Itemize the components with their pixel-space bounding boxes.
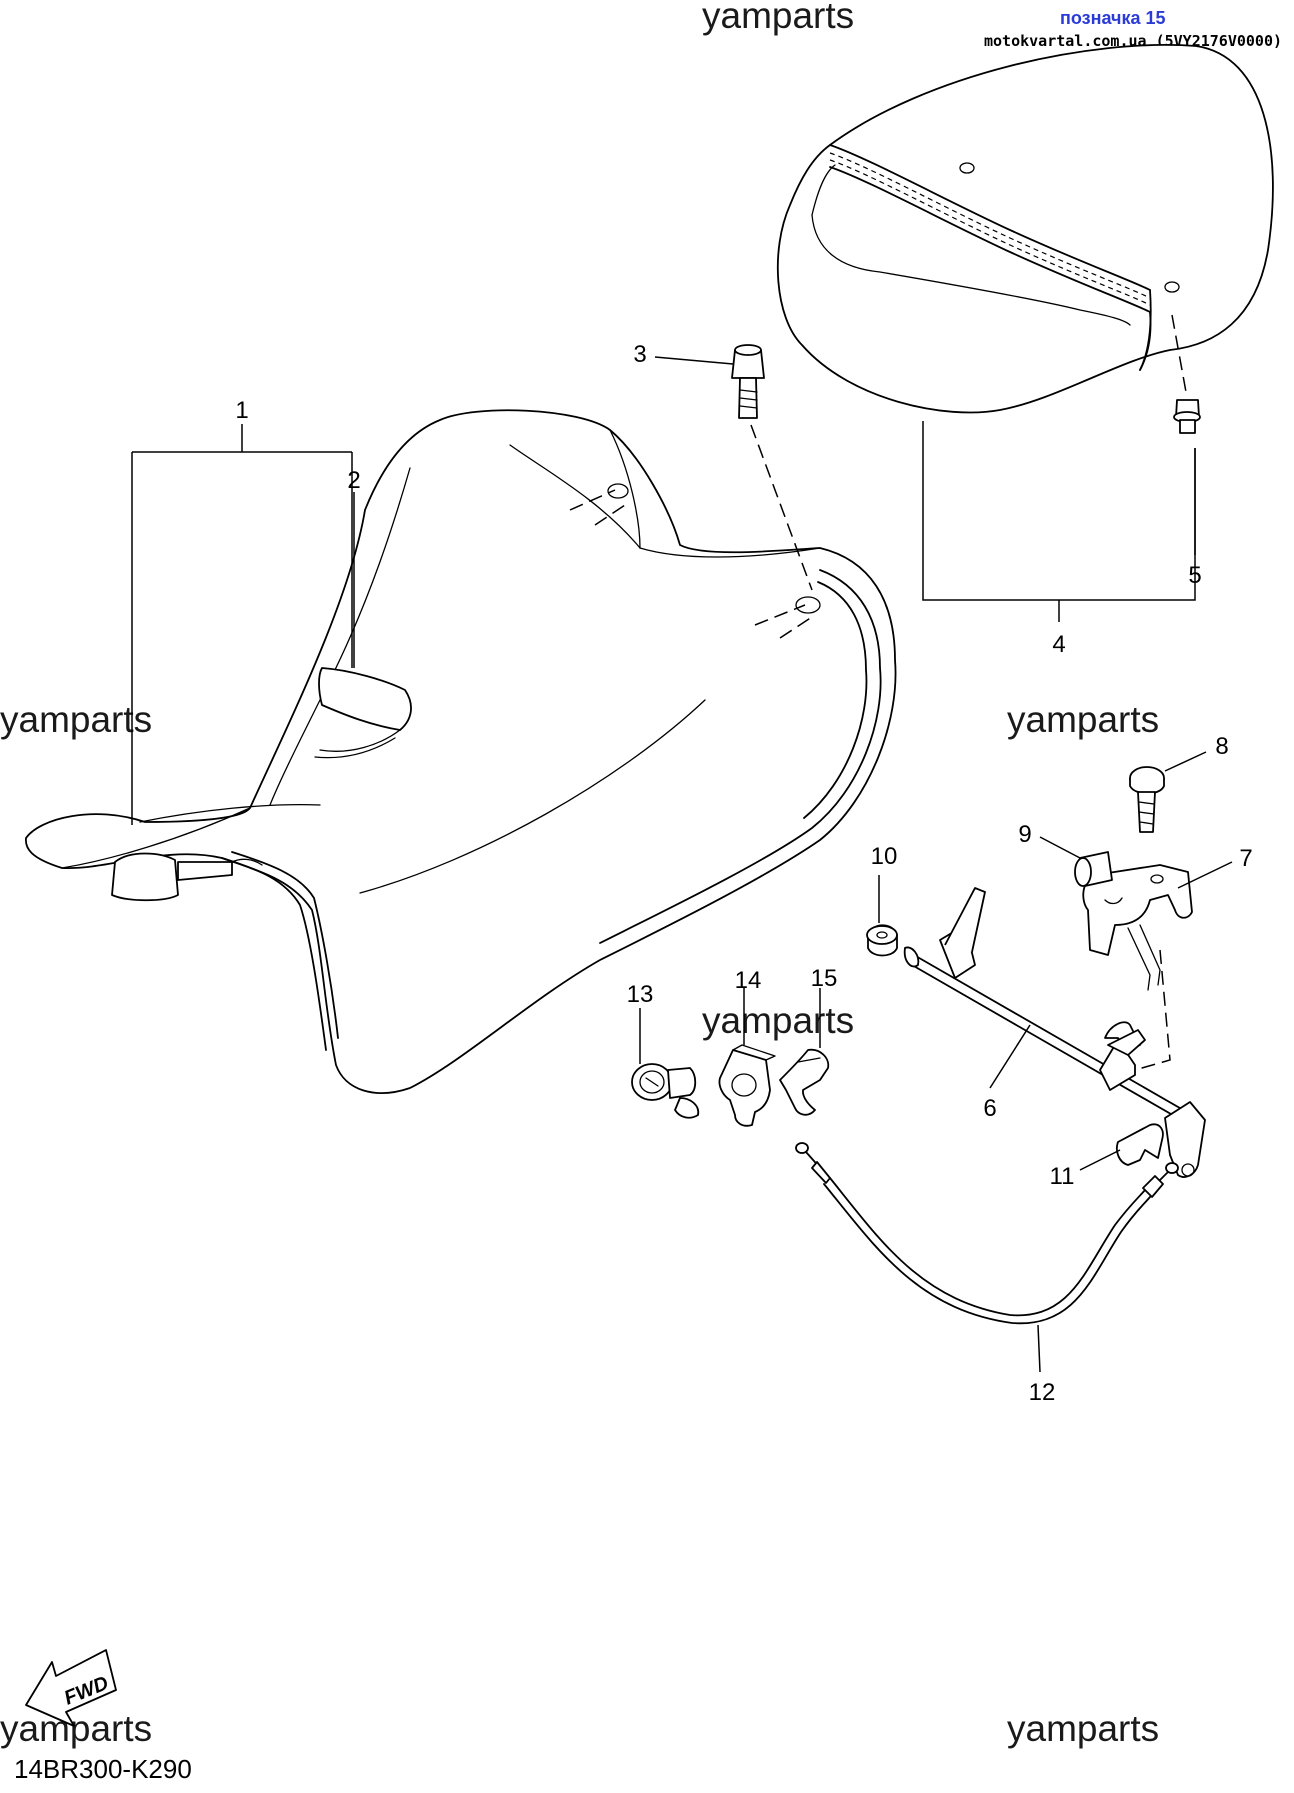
diagram-label: позначка 15: [1060, 8, 1166, 28]
callout-3: 3: [633, 341, 646, 368]
watermark-left: yamparts: [0, 699, 152, 740]
callout-15: 15: [811, 965, 838, 992]
seat-bolt: [731, 344, 765, 419]
callout-14: 14: [735, 967, 762, 994]
callout-1: 1: [235, 397, 248, 424]
callout-10: 10: [871, 843, 898, 870]
lock-plate: [718, 1044, 776, 1127]
seat-lock-cable: [795, 1142, 1179, 1325]
lock-spring-clip: [779, 1048, 830, 1116]
callout-4: 4: [1052, 631, 1065, 658]
rod-clip: [1115, 1123, 1164, 1166]
callout-6: 6: [983, 1095, 996, 1122]
callout-9: 9: [1018, 821, 1031, 848]
callout-5: 5: [1188, 562, 1201, 589]
callout-2: 2: [347, 467, 360, 494]
seat-damper: [1173, 399, 1201, 434]
seat-lock: [631, 1063, 700, 1119]
callout-numbers: 1 2 3 4 5 6 7 8 9 10 11 12 13 14 15: [235, 341, 1252, 1406]
callout-13: 13: [627, 981, 654, 1008]
source-reference: motokvartal.com.ua (5VY2176V0000): [984, 32, 1282, 50]
callout-8: 8: [1215, 733, 1228, 760]
callout-7: 7: [1239, 845, 1252, 872]
bolt-path-line: [750, 424, 813, 591]
watermark-right: yamparts: [1007, 699, 1159, 740]
drawing-code: 14BR300-K290: [14, 1754, 192, 1784]
watermark-center: yamparts: [702, 1000, 854, 1041]
watermark-bottom-right: yamparts: [1007, 1708, 1159, 1749]
watermark-top: yamparts: [702, 0, 854, 36]
callout-11: 11: [1050, 1163, 1075, 1190]
bracket-bolt: [1129, 766, 1165, 833]
lock-rod-assembly: [866, 766, 1206, 1178]
damper-path-line: [1171, 314, 1187, 393]
watermark-bottom-left: yamparts: [0, 1708, 152, 1749]
main-seat: [25, 409, 897, 1094]
fwd-arrow-icon: FWD: [25, 1649, 117, 1727]
callout-leaders: [131, 356, 1233, 1373]
rear-seat: [776, 44, 1274, 414]
callout-12: 12: [1029, 1379, 1056, 1406]
